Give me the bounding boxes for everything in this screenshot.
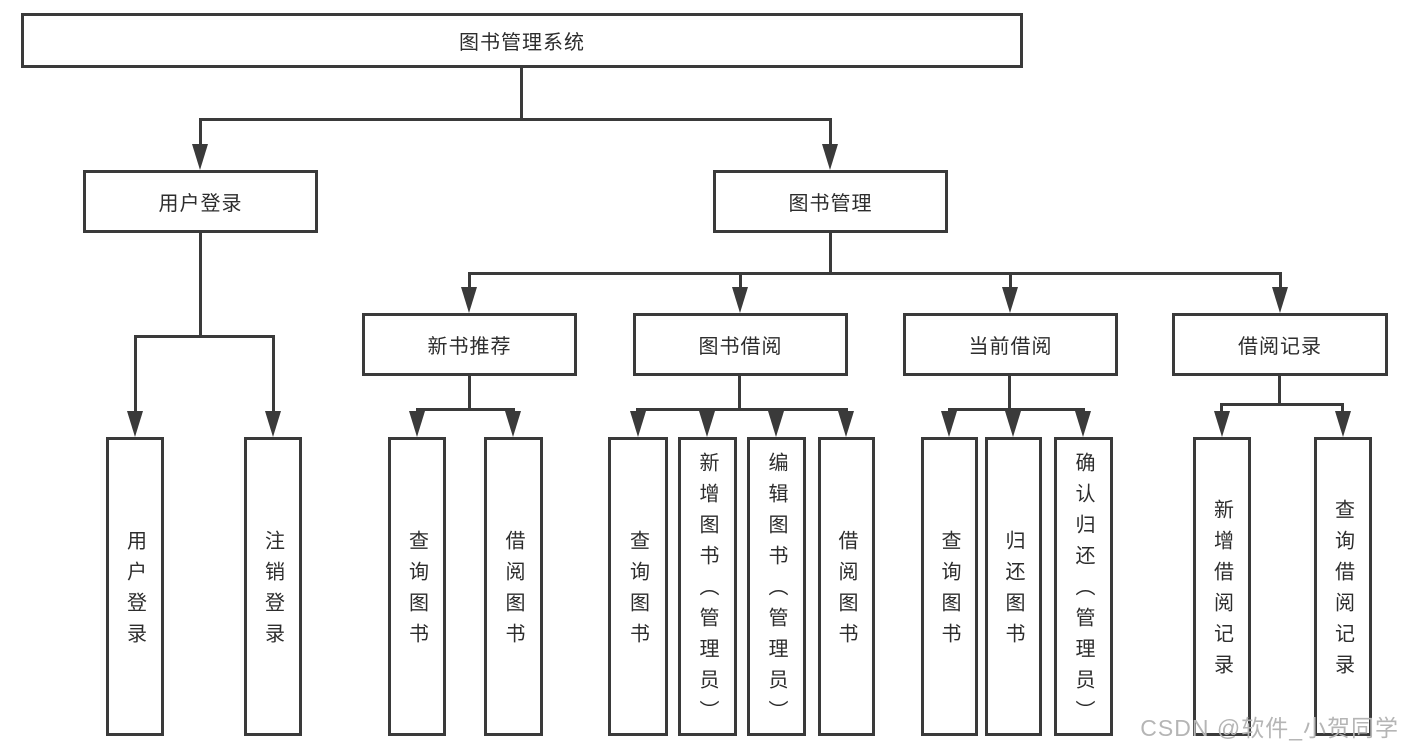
leaf-label: 归还图书 (1002, 529, 1024, 654)
connector-vline (738, 376, 741, 408)
arrowhead-down-icon (838, 411, 854, 437)
connector-vline (1279, 272, 1282, 289)
leaf-label: 注销登录 (261, 529, 284, 654)
leaf-label: 新增图书（管理员） (696, 452, 718, 731)
node-label: 借阅记录 (1238, 336, 1322, 358)
connector-hline (134, 335, 275, 338)
arrowhead-down-icon (192, 144, 208, 170)
connector-vline (739, 272, 742, 289)
leaf-user-login: 用户登录 (106, 437, 164, 736)
connector-vline (1341, 403, 1344, 413)
arrowhead-down-icon (1005, 411, 1021, 437)
arrowhead-down-icon (1075, 411, 1091, 437)
node-label: 图书管理系统 (459, 32, 585, 54)
leaf-query-books-borrow: 查询图书 (608, 437, 668, 736)
connector-vline (1008, 376, 1011, 408)
leaf-label: 编辑图书（管理员） (765, 452, 787, 731)
connector-hline (948, 408, 1085, 411)
connector-vline (272, 335, 275, 413)
leaf-return-book: 归还图书 (985, 437, 1042, 736)
arrowhead-down-icon (461, 287, 477, 313)
node-label: 图书管理 (788, 193, 873, 215)
leaf-borrow-books-recommend: 借阅图书 (484, 437, 543, 736)
node-user-login: 用户登录 (83, 170, 318, 233)
node-current-borrowing: 当前借阅 (903, 313, 1118, 376)
connector-vline (520, 68, 523, 118)
arrowhead-down-icon (1214, 411, 1230, 437)
node-label: 当前借阅 (968, 336, 1053, 358)
connector-vline (468, 376, 471, 408)
node-library-management-system: 图书管理系统 (21, 13, 1023, 68)
arrowhead-down-icon (409, 411, 425, 437)
leaf-label: 查询图书 (938, 529, 960, 654)
node-new-book-recommendation: 新书推荐 (362, 313, 577, 376)
node-borrowing-records: 借阅记录 (1172, 313, 1388, 376)
connector-hline (416, 408, 515, 411)
connector-hline (636, 408, 848, 411)
arrowhead-down-icon (1335, 411, 1351, 437)
arrowhead-down-icon (1002, 287, 1018, 313)
leaf-label: 查询图书 (626, 529, 649, 654)
connector-vline (829, 118, 832, 146)
leaf-edit-book-admin: 编辑图书（管理员） (747, 437, 806, 736)
connector-vline (829, 233, 832, 272)
connector-vline (199, 118, 202, 146)
watermark: CSDN @软件_小贺同学 (1140, 715, 1399, 741)
connector-vline (134, 335, 137, 413)
leaf-add-book-admin: 新增图书（管理员） (678, 437, 737, 736)
leaf-borrow-books: 借阅图书 (818, 437, 875, 736)
connector-vline (1278, 376, 1281, 403)
arrowhead-down-icon (127, 411, 143, 437)
leaf-label: 查询图书 (405, 529, 428, 654)
arrowhead-down-icon (941, 411, 957, 437)
leaf-confirm-return-admin: 确认归还（管理员） (1054, 437, 1113, 736)
leaf-label: 查询借阅记录 (1331, 498, 1354, 685)
node-label: 用户登录 (158, 193, 243, 215)
arrowhead-down-icon (630, 411, 646, 437)
leaf-label: 用户登录 (123, 529, 146, 654)
leaf-label: 新增借阅记录 (1210, 498, 1233, 685)
arrowhead-down-icon (699, 411, 715, 437)
arrowhead-down-icon (822, 144, 838, 170)
arrowhead-down-icon (505, 411, 521, 437)
node-book-management: 图书管理 (713, 170, 948, 233)
leaf-query-borrow-record: 查询借阅记录 (1314, 437, 1372, 736)
connector-vline (468, 272, 471, 289)
leaf-logout: 注销登录 (244, 437, 302, 736)
node-label: 新书推荐 (427, 336, 512, 358)
connector-hline (468, 272, 1282, 275)
connector-vline (199, 233, 202, 335)
arrowhead-down-icon (768, 411, 784, 437)
leaf-add-borrow-record: 新增借阅记录 (1193, 437, 1251, 736)
connector-hline (1220, 403, 1344, 406)
connector-vline (1009, 272, 1012, 289)
leaf-label: 确认归还（管理员） (1072, 452, 1094, 731)
arrowhead-down-icon (265, 411, 281, 437)
connector-vline (1220, 403, 1223, 413)
arrowhead-down-icon (1272, 287, 1288, 313)
leaf-label: 借阅图书 (835, 529, 857, 654)
node-label: 图书借阅 (698, 336, 783, 358)
leaf-label: 借阅图书 (502, 529, 524, 654)
leaf-query-books-recommend: 查询图书 (388, 437, 446, 736)
connector-hline (199, 118, 832, 121)
node-book-borrowing: 图书借阅 (633, 313, 848, 376)
arrowhead-down-icon (732, 287, 748, 313)
leaf-query-books-current: 查询图书 (921, 437, 978, 736)
